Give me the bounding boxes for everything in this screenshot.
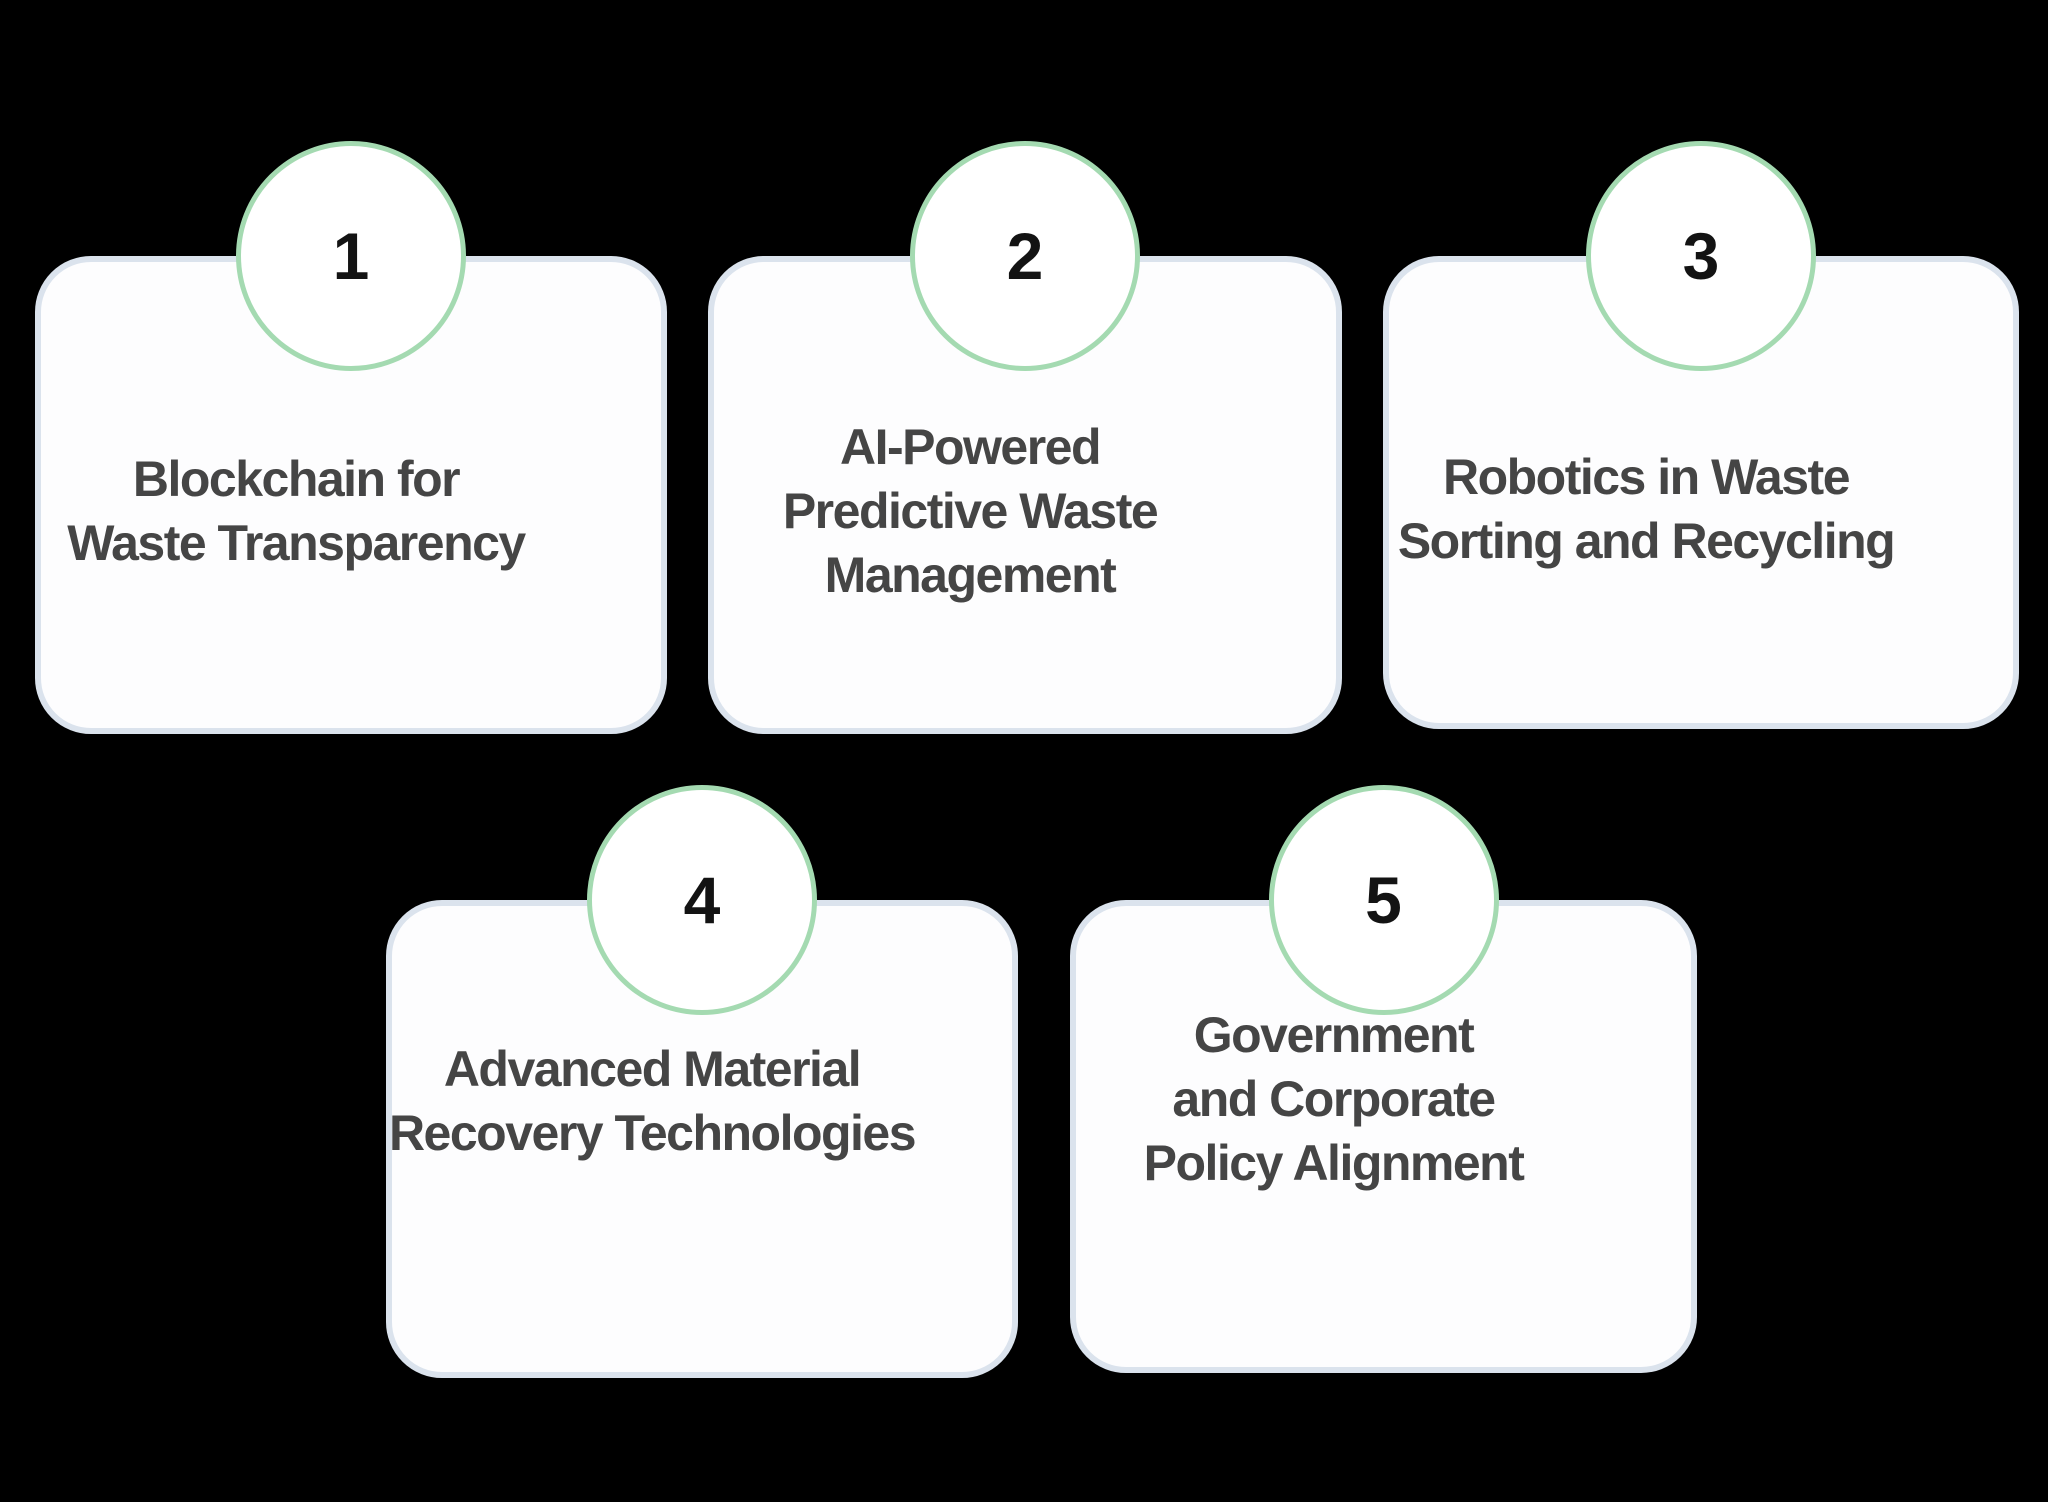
- card-step-5: 5 Government and Corporate Policy Alignm…: [1070, 785, 1697, 1373]
- step-5-number: 5: [1365, 863, 1402, 937]
- step-1-number: 1: [332, 219, 370, 293]
- step-2-number-badge: 2: [910, 141, 1140, 371]
- step-2-title: AI-Powered Predictive Waste Management: [782, 419, 1159, 603]
- step-1-title: Blockchain for Waste Transparency: [67, 451, 526, 571]
- step-5-number-badge: 5: [1268, 785, 1499, 1015]
- step-4-number-badge: 4: [587, 785, 817, 1015]
- step-4-title: Advanced Material Recovery Technologies: [388, 1041, 917, 1161]
- card-step-3: 3 Robotics in Waste Sorting and Recyclin…: [1383, 141, 2019, 729]
- card-step-1: 1 Blockchain for Waste Transparency: [35, 141, 667, 734]
- step-2-number: 2: [1006, 219, 1044, 293]
- step-5-title: Government and Corporate Policy Alignmen…: [1143, 1006, 1525, 1191]
- step-3-title: Robotics in Waste Sorting and Recycling: [1397, 448, 1896, 569]
- step-1-number-badge: 1: [236, 141, 466, 371]
- step-4-number: 4: [683, 863, 721, 937]
- step-3-number-badge: 3: [1586, 141, 1816, 371]
- card-step-4: 4 Advanced Material Recovery Technologie…: [386, 785, 1018, 1378]
- card-step-2: 2 AI-Powered Predictive Waste Management: [708, 141, 1342, 734]
- step-3-number: 3: [1682, 219, 1720, 293]
